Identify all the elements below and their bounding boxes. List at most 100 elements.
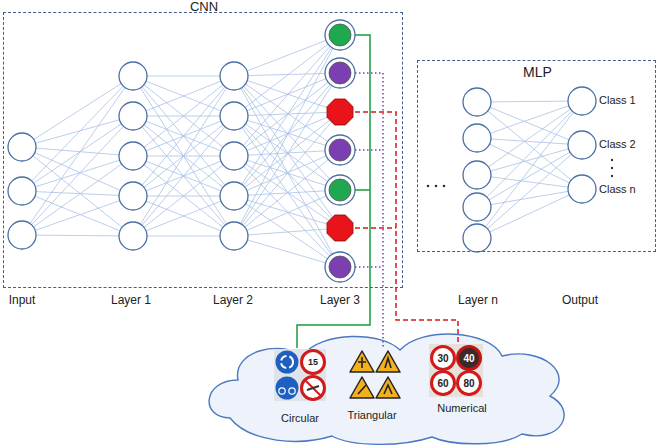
- feature-neuron: [329, 179, 351, 201]
- synapse-line: [234, 116, 340, 190]
- synapse-line: [234, 35, 340, 156]
- synapse-line: [133, 76, 234, 156]
- synapse-line: [234, 156, 340, 228]
- node-label: Circular: [265, 411, 335, 425]
- synapse-line: [477, 189, 582, 207]
- synapse-line: [133, 76, 234, 156]
- synapse-line: [133, 156, 234, 196]
- neuron-circle: [119, 142, 147, 170]
- feature-link: [355, 227, 396, 229]
- synapse-line: [477, 145, 582, 175]
- class-label: Class 2: [599, 138, 636, 151]
- synapse-line: [234, 156, 340, 190]
- synapse-line: [234, 116, 340, 267]
- neuron-circle: [119, 62, 147, 90]
- synapse-line: [234, 35, 340, 236]
- synapse-line: [22, 191, 133, 236]
- synapse-line: [22, 76, 133, 235]
- synapse-line: [133, 76, 234, 236]
- feature-neuron: [329, 139, 351, 161]
- neuron-circle: [463, 124, 491, 152]
- sign-number: 40: [429, 352, 509, 365]
- synapse-line: [234, 112, 340, 156]
- synapse-line: [477, 101, 582, 238]
- feature-neuron: [329, 62, 351, 84]
- synapse-line: [22, 156, 133, 235]
- synapse-line: [133, 76, 234, 236]
- synapse-line: [234, 190, 340, 236]
- neuron-circle: [325, 135, 355, 165]
- synapse-line: [133, 76, 234, 116]
- synapse-line: [133, 116, 234, 156]
- synapse-line: [133, 196, 234, 236]
- synapse-line: [234, 112, 340, 196]
- synapse-line: [234, 73, 340, 236]
- synapse-line: [477, 102, 582, 189]
- class-label: Class 1: [599, 94, 636, 107]
- cnn-box: CNN: [3, 12, 403, 288]
- synapse-line: [133, 156, 234, 157]
- neuron-circle: [119, 222, 147, 250]
- synapse-line: [133, 76, 234, 196]
- neuron-circle: [463, 224, 491, 252]
- layer-label: Input: [0, 294, 62, 307]
- synapse-line: [22, 147, 133, 196]
- synapse-line: [477, 101, 582, 102]
- neuron-circle: [220, 142, 248, 170]
- neuron-circle: [119, 102, 147, 130]
- ellipsis-dot: [427, 185, 430, 188]
- neuron-circle: [463, 88, 491, 116]
- synapse-line: [133, 76, 234, 77]
- neuron-circle: [568, 175, 596, 203]
- synapse-line: [234, 196, 340, 267]
- layer-label: Layer 2: [193, 294, 273, 307]
- ellipsis-dot: [435, 185, 438, 188]
- synapse-line: [234, 156, 340, 267]
- synapse-line: [234, 35, 340, 116]
- node-label: CNN: [4, 0, 404, 14]
- synapse-line: [234, 73, 340, 76]
- cloud-outline: [200, 318, 575, 448]
- synapse-line: [22, 116, 133, 235]
- node-label: Triangular: [332, 408, 412, 422]
- synapse-line: [133, 116, 234, 156]
- synapse-line: [22, 76, 133, 191]
- layer-label: Output: [540, 294, 620, 307]
- synapse-line: [133, 156, 234, 196]
- synapse-line: [22, 191, 133, 196]
- sign-number: 80: [429, 377, 509, 390]
- feature-neuron: [329, 256, 351, 278]
- synapse-line: [234, 150, 340, 156]
- neuron-circle: [568, 87, 596, 115]
- neuron-circle: [220, 102, 248, 130]
- node-label: MLP: [418, 65, 657, 79]
- neuron-circle: [8, 133, 36, 161]
- synapse-line: [133, 76, 234, 196]
- synapse-line: [234, 228, 340, 236]
- sign-number: 15: [273, 356, 353, 369]
- neuron-circle: [568, 131, 596, 159]
- synapse-line: [234, 150, 340, 236]
- synapse-line: [477, 145, 582, 238]
- synapse-line: [133, 116, 234, 196]
- synapse-line: [477, 189, 582, 238]
- ellipsis-dot: [443, 185, 446, 188]
- neuron-circle: [220, 182, 248, 210]
- synapse-line: [477, 138, 582, 189]
- layer-label: Layer 3: [300, 294, 380, 307]
- neuron-circle: [463, 193, 491, 221]
- neuron-circle: [463, 161, 491, 189]
- neuron-circle: [325, 58, 355, 88]
- synapse-line: [22, 147, 133, 156]
- layer-label: Layer 1: [91, 294, 171, 307]
- feature-link: [355, 266, 383, 268]
- synapse-line: [234, 73, 340, 156]
- synapse-line: [133, 116, 234, 117]
- synapse-line: [234, 73, 340, 116]
- synapse-line: [133, 116, 234, 236]
- synapse-line: [133, 156, 234, 236]
- synapse-line: [477, 145, 582, 207]
- synapse-line: [234, 76, 340, 228]
- synapse-line: [234, 76, 340, 190]
